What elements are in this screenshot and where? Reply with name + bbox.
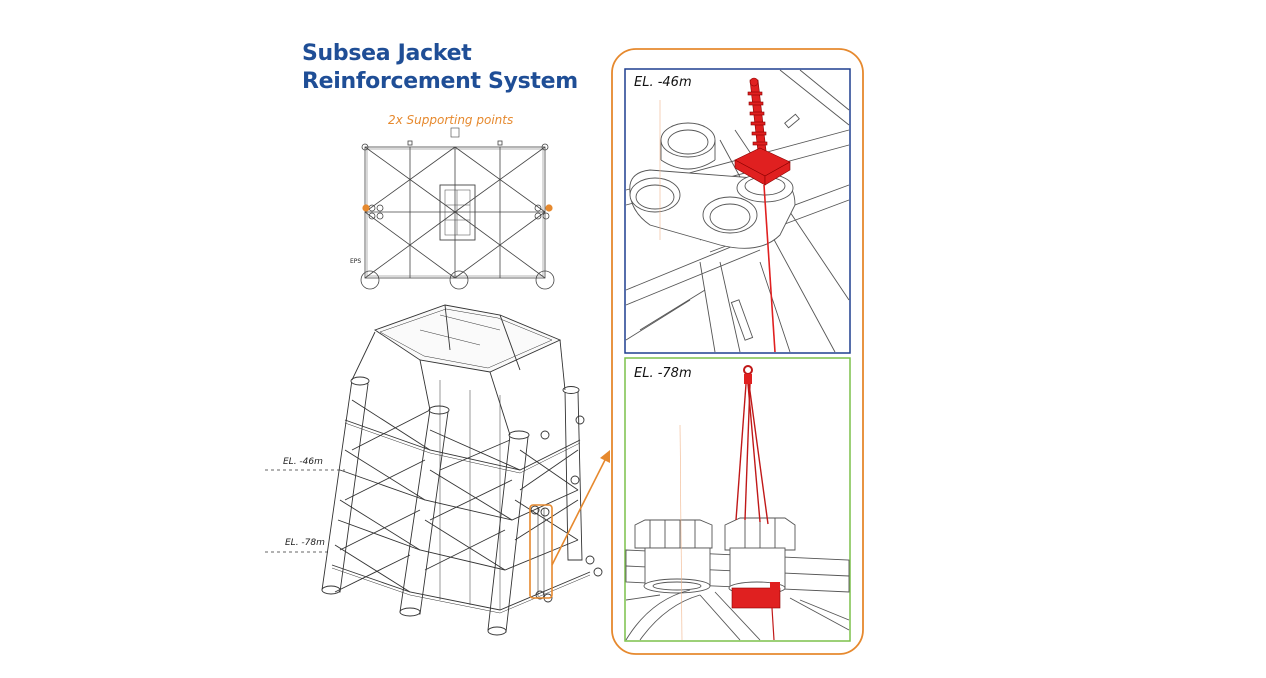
supporting-point-marker-left — [362, 204, 370, 212]
reinforcement-clamp-46 — [734, 77, 791, 186]
supporting-point-marker-right — [545, 204, 553, 212]
plan-view-drawing — [360, 127, 555, 290]
jacket-isometric-drawing — [321, 304, 603, 636]
detail-label-46: EL. -46m — [634, 75, 692, 90]
plan-marker-label: EPS — [350, 258, 362, 265]
callout-arrow-line — [551, 457, 607, 566]
highlight-box — [529, 504, 553, 599]
elevation-label-46: EL. -46m — [283, 457, 323, 467]
elevation-label-78: EL. -78m — [285, 538, 325, 548]
diagram-title: Subsea Jacket Reinforcement System — [302, 40, 578, 96]
detail-label-78: EL. -78m — [634, 366, 692, 381]
bottom-detail-panel — [624, 357, 851, 642]
callout-arrow-head — [600, 450, 610, 463]
top-detail-panel — [624, 68, 851, 354]
reinforcement-lift-assembly-78 — [731, 365, 781, 641]
detail-frame — [611, 48, 864, 655]
supporting-points-caption: 2x Supporting points — [388, 113, 514, 127]
reinforcement-cable-46 — [763, 184, 776, 353]
title-line-2: Reinforcement System — [302, 69, 578, 94]
title-line-1: Subsea Jacket — [302, 41, 472, 66]
